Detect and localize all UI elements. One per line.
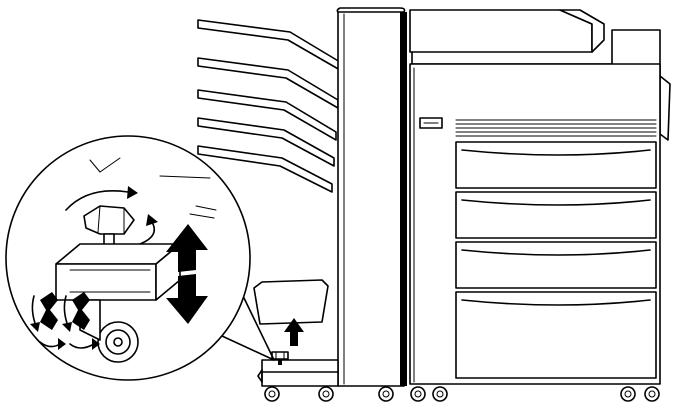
caster-wheel bbox=[644, 386, 660, 402]
finisher bbox=[257, 7, 407, 402]
stand-cover bbox=[253, 279, 329, 325]
caster-wheel bbox=[620, 386, 636, 402]
caster-wheel bbox=[264, 386, 280, 402]
paper-tray bbox=[455, 291, 657, 379]
caster-wheel bbox=[378, 386, 394, 402]
up-arrow-icon bbox=[166, 224, 208, 272]
paper-tray bbox=[455, 191, 657, 239]
lock-lever-icon bbox=[62, 292, 100, 350]
caster-wheel bbox=[410, 386, 426, 402]
up-arrow-icon bbox=[284, 318, 304, 346]
stacker-tray bbox=[197, 19, 341, 71]
adjuster-knob bbox=[83, 205, 135, 249]
caster-wheel bbox=[432, 386, 448, 402]
stacker-trays bbox=[197, 19, 341, 193]
caster-wheel bbox=[318, 386, 334, 402]
detail-magnifier bbox=[5, 135, 251, 381]
stacker-tray bbox=[197, 117, 335, 167]
stacker-tray bbox=[197, 145, 333, 193]
rotate-arrow-icon bbox=[65, 186, 138, 211]
vent-grille bbox=[455, 119, 657, 137]
rotate-arrow-icon bbox=[139, 214, 158, 245]
down-arrow-icon bbox=[166, 274, 208, 324]
lock-lever-icon bbox=[30, 292, 66, 350]
paper-tray bbox=[455, 241, 657, 289]
paper-tray bbox=[455, 141, 657, 189]
stacker-tray bbox=[197, 89, 337, 141]
printer bbox=[409, 9, 671, 402]
